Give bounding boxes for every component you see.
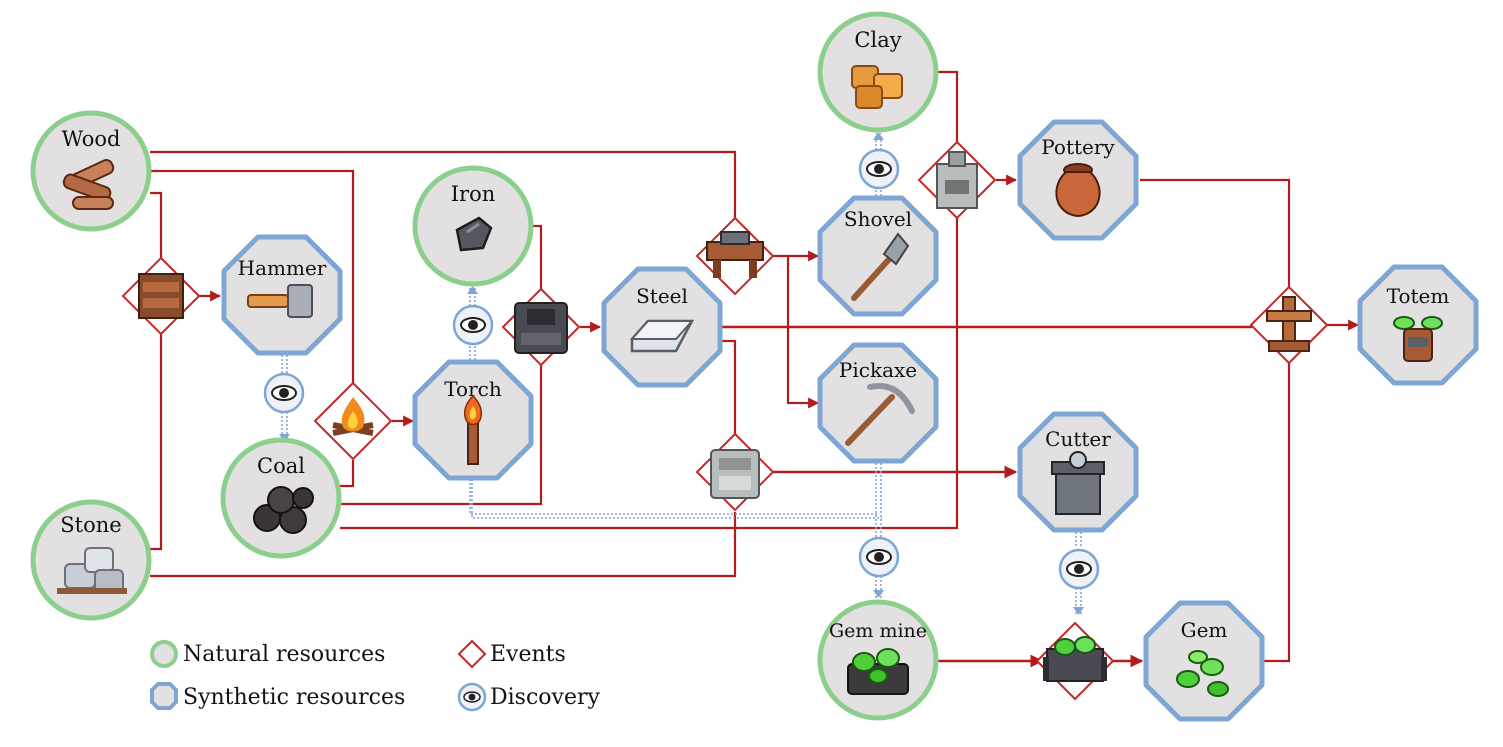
discovery-eye-icon	[263, 372, 305, 414]
gem-mine-icon	[847, 648, 909, 695]
kiln-icon	[936, 151, 978, 209]
edge-stone-stonecutter	[150, 512, 737, 578]
disc-eye-clay	[875, 133, 882, 150]
node-gem-mine[interactable]: Gem mine	[817, 599, 939, 721]
node-clay[interactable]: Clay	[817, 11, 939, 133]
node-label: Coal	[257, 454, 305, 478]
legend-synthetic-label: Synthetic resources	[183, 685, 405, 710]
node-pottery[interactable]: Pottery	[1017, 119, 1139, 241]
totem-icon	[1393, 316, 1443, 362]
legend-events-label: Events	[490, 642, 566, 667]
altar-icon	[1266, 296, 1312, 352]
furnace-event	[501, 287, 581, 367]
disc-torch-eye	[469, 345, 476, 360]
torch-icon	[463, 394, 483, 465]
coal-icon	[253, 486, 314, 534]
node-coal[interactable]: Coal	[220, 437, 342, 559]
disc-torch-line-b	[471, 475, 882, 519]
workbench-event	[121, 256, 201, 336]
stonecutter-icon	[710, 449, 760, 499]
edge-coal-campfire	[335, 460, 355, 488]
node-label: Gem mine	[829, 620, 927, 642]
edge-anvil-pickaxe	[786, 256, 820, 409]
edge-steel-stonecutter	[722, 339, 737, 438]
node-cutter[interactable]: Cutter	[1017, 411, 1139, 533]
discovery-eye-icon	[452, 304, 494, 346]
legend-events: Events	[457, 639, 566, 669]
edge-pottery-altar	[1140, 178, 1291, 289]
stonecutter-event	[695, 432, 775, 512]
edge-gem-altar	[1237, 362, 1291, 663]
legend-natural: Natural resources	[150, 640, 385, 668]
stone-icon	[57, 547, 127, 594]
node-steel[interactable]: Steel	[601, 266, 723, 388]
node-label: Pottery	[1041, 135, 1115, 159]
discovery-eye-icon	[858, 148, 900, 190]
disc-eye-cart	[1075, 588, 1082, 615]
node-label: Pickaxe	[839, 358, 917, 382]
node-wood[interactable]: Wood	[30, 110, 152, 232]
disc-torch-line	[469, 475, 878, 515]
campfire-icon	[332, 397, 374, 436]
pickaxe-icon	[845, 383, 915, 446]
node-shovel[interactable]: Shovel	[817, 195, 939, 317]
pottery-icon	[1055, 163, 1101, 218]
gem-icon	[1176, 650, 1229, 697]
node-label: Gem	[1181, 618, 1228, 642]
edge-wood-campfire	[150, 169, 355, 383]
clay-icon	[851, 65, 903, 109]
gem-cart-icon	[1043, 636, 1107, 682]
edge-clay-kiln	[937, 70, 959, 145]
edge-stone-workbench	[150, 294, 163, 551]
node-totem[interactable]: Totem	[1357, 264, 1479, 386]
discovery-eye-icon	[1058, 548, 1100, 590]
workbench-icon	[138, 273, 184, 319]
shovel-icon	[851, 232, 910, 301]
hammer-icon	[247, 284, 313, 318]
cutter-icon	[1051, 451, 1105, 515]
legend-natural-label: Natural resources	[183, 642, 385, 667]
edge-iron-furnace	[531, 224, 543, 294]
node-torch[interactable]: Torch	[412, 359, 534, 481]
node-label: Clay	[854, 28, 901, 52]
node-label: Stone	[60, 513, 121, 537]
steel-ingot-icon	[629, 319, 695, 353]
disc-pickaxe-eye	[875, 463, 882, 537]
iron-ore-icon	[455, 216, 493, 252]
wood-icon	[62, 159, 115, 210]
disc-cutter-eye	[1075, 528, 1082, 548]
anvil-icon	[706, 231, 764, 278]
node-label: Shovel	[844, 207, 912, 231]
disc-eye-coal	[281, 412, 288, 440]
node-label: Totem	[1387, 284, 1450, 308]
edge-wood-anvil	[150, 150, 737, 218]
node-gem[interactable]: Gem	[1143, 600, 1265, 722]
edge-coal-furnace	[340, 364, 543, 506]
disc-eye-iron	[469, 288, 476, 306]
node-stone[interactable]: Stone	[30, 499, 152, 621]
disc-hammer-eye	[281, 355, 288, 375]
anvil-event	[695, 216, 775, 296]
altar-event	[1249, 285, 1329, 365]
campfire-event	[313, 381, 393, 461]
legend-discovery-label: Discovery	[490, 685, 600, 710]
node-label: Cutter	[1045, 427, 1111, 451]
node-hammer[interactable]: Hammer	[221, 234, 343, 356]
kiln-event	[917, 140, 997, 220]
gem-cart-event	[1035, 621, 1115, 701]
node-label: Wood	[62, 127, 121, 151]
discovery-eye-icon	[858, 536, 900, 578]
legend-discovery: Discovery	[457, 682, 600, 712]
node-label: Iron	[451, 182, 496, 206]
node-pickaxe[interactable]: Pickaxe	[817, 342, 939, 464]
legend: Natural resources Synthetic resources Ev…	[150, 639, 600, 712]
furnace-icon	[514, 302, 568, 354]
node-iron[interactable]: Iron	[412, 165, 534, 287]
node-label: Steel	[636, 284, 688, 308]
legend-synthetic: Synthetic resources	[150, 682, 405, 710]
edge-coal-kiln	[340, 218, 959, 530]
node-label: Hammer	[238, 256, 327, 280]
